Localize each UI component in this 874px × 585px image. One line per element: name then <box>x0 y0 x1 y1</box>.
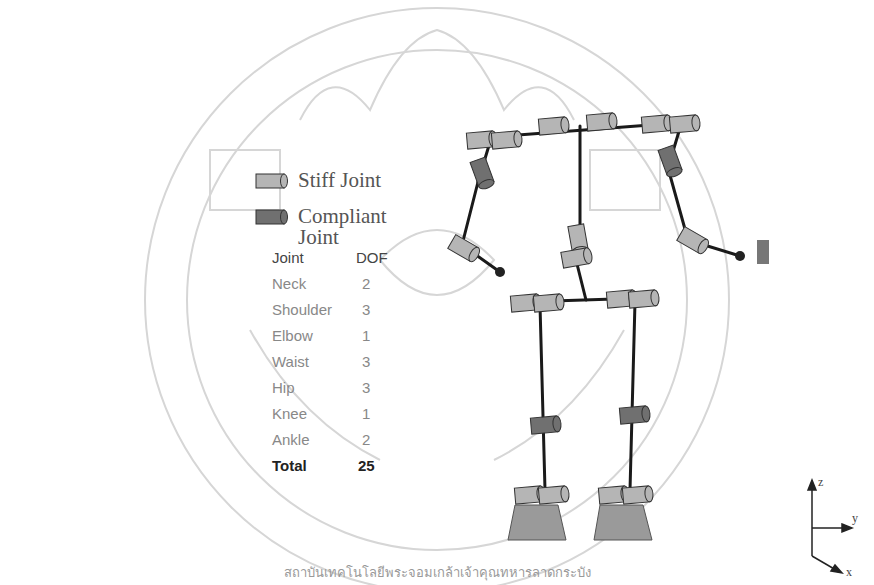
table-cell: 3 <box>362 380 370 397</box>
robot-links <box>462 122 740 490</box>
joint-cylinders <box>448 113 711 505</box>
table-cell: 2 <box>362 432 370 449</box>
joint-cylinder <box>658 145 683 179</box>
table-cell: Hip <box>272 380 295 397</box>
legend-text: Compliant Joint <box>298 206 408 248</box>
joint-cylinder <box>619 406 650 425</box>
axis-label: x <box>846 566 852 579</box>
joint-cylinder <box>256 174 288 188</box>
hand-dot <box>735 251 745 261</box>
table-cell: 1 <box>362 328 370 345</box>
joint-cylinder <box>256 210 288 224</box>
table-cell: Ankle <box>272 432 310 449</box>
joint-cylinder <box>622 486 653 505</box>
joint-cylinder <box>561 247 593 268</box>
watermark-seal <box>145 8 729 585</box>
legend-swatch <box>252 170 292 192</box>
table-header: Joint <box>272 250 304 267</box>
legend-item: Compliant Joint <box>252 206 408 248</box>
joint-cylinder <box>538 486 569 505</box>
joint-cylinder <box>586 113 617 132</box>
robot-feet <box>508 505 652 540</box>
table-cell: 3 <box>362 354 370 371</box>
joint-cylinder <box>448 235 482 264</box>
joint-cylinder <box>491 131 522 150</box>
table-cell: Waist <box>272 354 309 371</box>
joint-cylinder <box>538 117 569 136</box>
joint-cylinder <box>641 115 672 134</box>
table-total: 25 <box>358 458 375 475</box>
table-cell: 3 <box>362 302 370 319</box>
axes-symbol <box>808 480 852 573</box>
joint-cylinder <box>530 416 561 435</box>
joint-cylinder <box>669 115 700 134</box>
table-cell: 2 <box>362 276 370 293</box>
table-cell: Neck <box>272 276 306 293</box>
legend-item: Stiff Joint <box>252 170 408 192</box>
table-cell: 1 <box>362 406 370 423</box>
cut-object <box>757 240 769 264</box>
hand-dot <box>495 267 505 277</box>
axis-label: z <box>818 476 823 489</box>
table-cell: Elbow <box>272 328 313 345</box>
legend-swatch <box>252 206 292 228</box>
joint-cylinder <box>628 290 659 309</box>
table-total: Total <box>272 458 307 475</box>
joint-cylinder <box>533 294 564 313</box>
joint-cylinder <box>677 227 711 256</box>
table-header: DOF <box>356 250 388 267</box>
table-cell: Knee <box>272 406 307 423</box>
table-cell: Shoulder <box>272 302 332 319</box>
axis-label: y <box>852 512 858 525</box>
joint-cylinder <box>470 157 495 191</box>
watermark-text: สถาบันเทคโนโลยีพระจอมเกล้าเจ้าคุณทหารลาด… <box>284 566 591 580</box>
legend-text: Stiff Joint <box>298 170 408 191</box>
